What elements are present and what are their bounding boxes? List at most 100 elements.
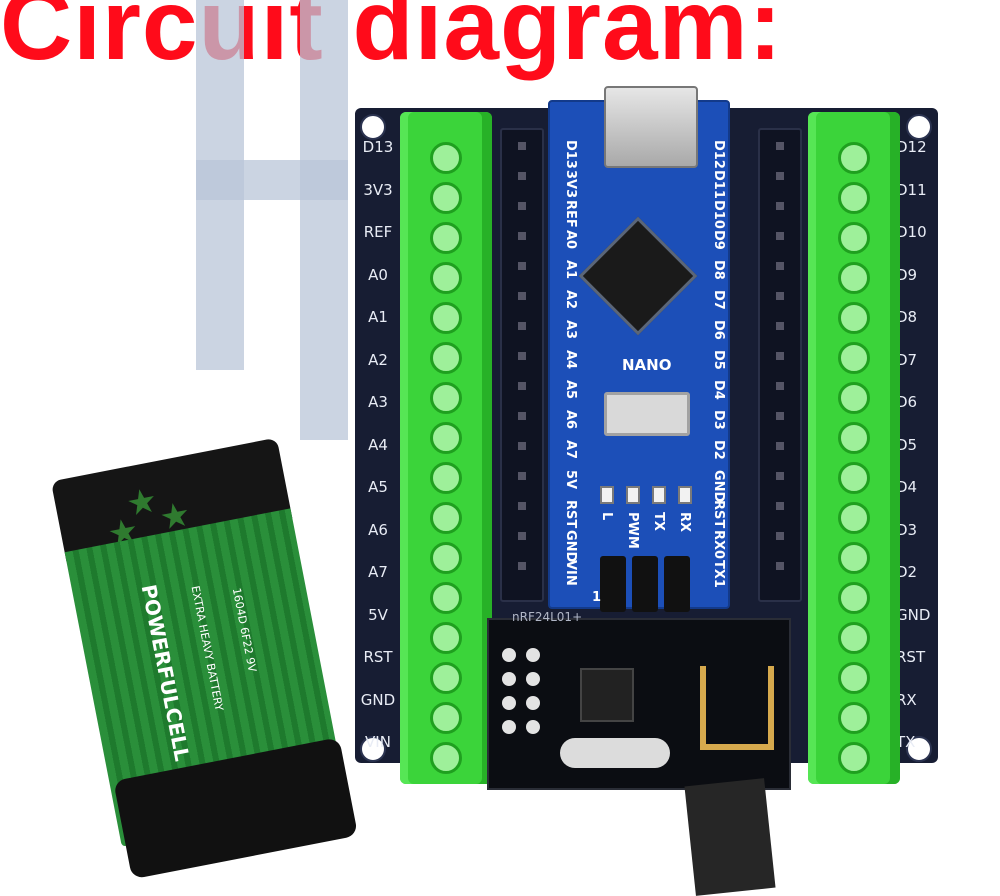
left-screw-terminal <box>400 112 492 784</box>
nano-left-pin-label: D13 <box>563 140 578 169</box>
mount-hole <box>360 736 386 762</box>
header-socket <box>776 352 784 360</box>
right-pin-label: D9 <box>896 265 918 284</box>
right-pin-label: RST <box>896 648 926 666</box>
nano-left-pin-label: A5 <box>563 380 578 400</box>
icsp-jumper <box>664 556 690 612</box>
mount-hole <box>360 114 386 140</box>
terminal-screw <box>430 662 462 694</box>
nrf-pin <box>526 696 540 710</box>
nano-right-pin-label: TX1 <box>711 560 726 588</box>
nano-left-pin-label: A4 <box>563 350 578 370</box>
right-female-header <box>758 128 802 602</box>
terminal-screw <box>838 262 870 294</box>
terminal-screw <box>430 622 462 654</box>
left-pin-label: GND <box>360 690 396 709</box>
nano-left-pin-label: A7 <box>563 440 578 460</box>
terminal-screw <box>430 542 462 574</box>
left-pin-label: A4 <box>368 435 388 454</box>
terminal-screw <box>838 662 870 694</box>
nano-left-pin-label: VIN <box>563 560 578 586</box>
header-socket <box>776 202 784 210</box>
left-pin-label: A1 <box>368 308 388 326</box>
nano-board-name: NANO <box>622 356 672 374</box>
terminal-screw <box>838 342 870 374</box>
nano-right-pin-label: D8 <box>711 260 726 280</box>
right-pin-label: D11 <box>896 180 927 199</box>
left-pin-label: A3 <box>368 393 388 411</box>
left-pin-label: A7 <box>368 563 388 581</box>
nano-led <box>652 486 666 504</box>
nano-right-pin-label: RST <box>711 500 726 529</box>
nrf-pin <box>502 696 516 710</box>
mount-hole <box>906 736 932 762</box>
left-pin-label: VIN <box>365 733 391 751</box>
terminal-screw <box>430 462 462 494</box>
nano-led-label: L <box>599 512 614 521</box>
nrf-pin <box>502 720 516 734</box>
header-socket <box>776 232 784 240</box>
header-socket <box>776 292 784 300</box>
terminal-screw <box>838 582 870 614</box>
reset-button <box>604 392 690 436</box>
header-socket <box>518 262 526 270</box>
terminal-screw <box>838 742 870 774</box>
nano-right-pin-label: D12 <box>711 140 726 169</box>
right-pin-label: TX <box>896 733 916 751</box>
header-socket <box>776 442 784 450</box>
terminal-screw <box>430 142 462 174</box>
terminal-screw <box>430 342 462 374</box>
terminal-screw <box>838 302 870 334</box>
cable <box>684 778 776 896</box>
nano-led-label: RX <box>677 512 692 533</box>
terminal-screw <box>430 702 462 734</box>
right-pin-label: D7 <box>896 350 918 369</box>
nano-right-pin-label: D10 <box>711 200 726 229</box>
right-pin-label: D5 <box>896 435 918 454</box>
terminal-screw <box>430 222 462 254</box>
header-socket <box>776 142 784 150</box>
nano-left-pin-label: REF <box>563 200 578 228</box>
terminal-screw <box>838 422 870 454</box>
right-pin-label: D10 <box>896 223 927 241</box>
nano-led-label: TX <box>651 512 666 531</box>
header-socket <box>518 172 526 180</box>
nano-right-pin-label: D2 <box>711 440 726 460</box>
nano-right-pin-label: D4 <box>711 380 726 400</box>
left-pin-label: A2 <box>368 350 388 369</box>
terminal-screw <box>838 142 870 174</box>
nano-right-pin-label: D6 <box>711 320 726 340</box>
header-socket <box>518 202 526 210</box>
terminal-screw <box>430 262 462 294</box>
nrf-module-label: nRF24L01+ <box>512 610 583 624</box>
terminal-screw <box>430 382 462 414</box>
nrf-pin <box>502 672 516 686</box>
right-pin-label: D3 <box>896 520 918 539</box>
nano-led <box>626 486 640 504</box>
terminal-screw <box>430 502 462 534</box>
terminal-screw <box>430 422 462 454</box>
nano-left-pin-label: A6 <box>563 410 578 430</box>
nano-right-pin-label: D11 <box>711 170 726 199</box>
nano-left-pin-label: RST <box>563 500 578 529</box>
header-socket <box>518 502 526 510</box>
terminal-screw <box>838 502 870 534</box>
terminal-screw <box>838 182 870 214</box>
left-pin-label: 5V <box>368 605 388 624</box>
icsp-jumper <box>600 556 626 612</box>
header-socket <box>776 262 784 270</box>
right-screw-terminal <box>808 112 900 784</box>
nano-left-pin-label: A3 <box>563 320 578 340</box>
header-socket <box>518 412 526 420</box>
header-socket <box>518 142 526 150</box>
terminal-screw <box>838 462 870 494</box>
header-socket <box>776 502 784 510</box>
left-pin-label: A6 <box>368 520 388 539</box>
header-socket <box>776 382 784 390</box>
left-pin-label: REF <box>363 223 393 241</box>
right-pin-label: D12 <box>896 138 927 156</box>
header-socket <box>518 532 526 540</box>
crystal-oscillator <box>560 738 670 768</box>
nano-left-pin-label: A1 <box>563 260 578 280</box>
right-pin-label: D2 <box>896 563 918 581</box>
